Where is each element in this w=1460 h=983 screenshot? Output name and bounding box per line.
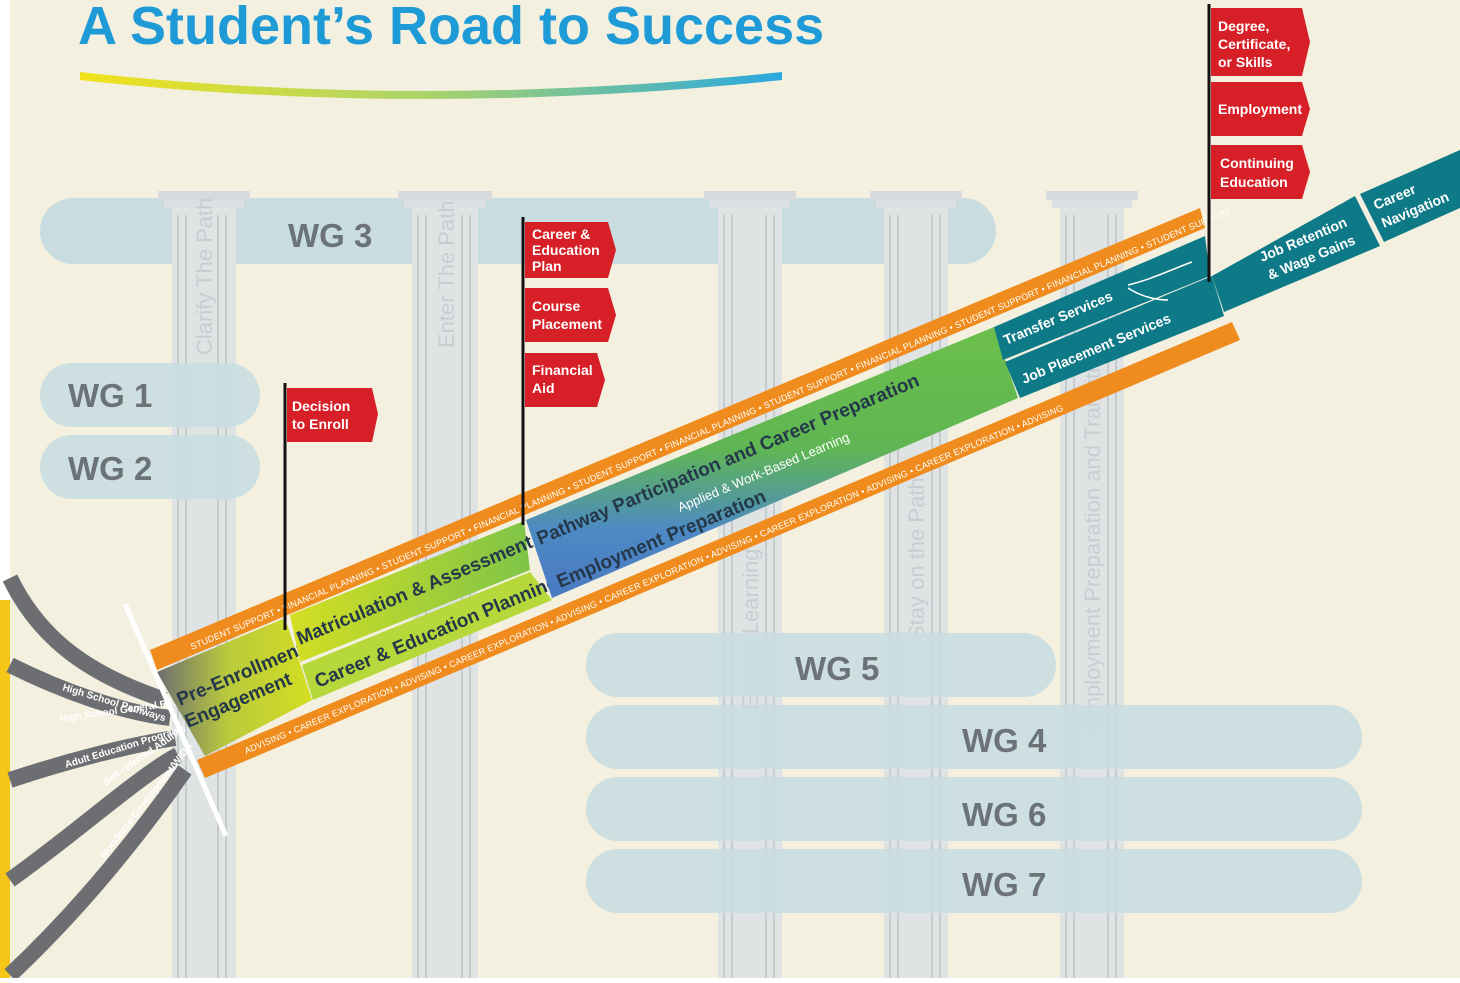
pillar-label-enter: Enter The Path <box>434 200 459 348</box>
strip-top <box>150 208 1205 670</box>
wg2-band <box>40 435 260 499</box>
stage-transfer <box>994 236 1210 360</box>
wg6-label: WG 6 <box>962 796 1046 833</box>
flag-degree <box>1211 8 1310 76</box>
flag-group-completion: Degree, Certificate, or Skills Employmen… <box>1207 4 1310 282</box>
flag-degree-line3: or Skills <box>1218 54 1273 70</box>
wg1-band <box>40 363 260 427</box>
pillar-label-employment-prep: Employment Preparation and Transition <box>1080 344 1105 730</box>
start-line <box>122 603 229 837</box>
flag-decision-line2: to Enroll <box>292 416 349 432</box>
stage-career-navigation <box>1360 150 1460 242</box>
transfer-arrow <box>1127 261 1193 286</box>
wg7-band <box>586 849 1362 913</box>
pillar-label-clarify: Clarify The Path <box>192 198 217 355</box>
flag-decision-line1: Decision <box>292 398 350 414</box>
flag-continuing-line2: Education <box>1220 174 1288 190</box>
wg5-band <box>586 633 1056 697</box>
flag-career-plan <box>525 222 616 278</box>
stage-pathway <box>526 327 1018 598</box>
wg2-label: WG 2 <box>68 450 152 487</box>
wg7-label: WG 7 <box>962 866 1046 903</box>
entry-lanes <box>2 574 192 981</box>
flag-employment <box>1211 82 1310 136</box>
left-edge-stripe <box>0 600 10 978</box>
stage-job-retention <box>1212 196 1380 312</box>
flag-course <box>525 288 616 342</box>
workgroup-bands: WG 3 WG 1 WG 2 WG 5 WG 4 WG 6 WG 7 <box>40 217 1362 913</box>
pillar-clarify: Clarify The Path <box>158 191 250 978</box>
placement-arrow <box>1127 287 1169 301</box>
wg4-band <box>586 705 1362 769</box>
wg5-label: WG 5 <box>795 650 879 687</box>
flag-career-plan-line1: Career & <box>532 226 590 242</box>
title-underline <box>80 72 782 99</box>
flag-aid-line1: Financial <box>532 362 593 378</box>
pillar-label-stay: Stay on the Path <box>904 477 929 640</box>
wg6-band <box>586 777 1362 841</box>
wg4-label: WG 4 <box>962 722 1047 759</box>
flag-degree-line1: Degree, <box>1218 18 1269 34</box>
flag-course-line2: Placement <box>532 316 602 332</box>
flag-group-enter: Career & Education Plan Course Placement… <box>521 217 616 525</box>
flag-degree-line2: Certificate, <box>1218 36 1290 52</box>
flag-decision: Decision to Enroll <box>283 383 378 630</box>
stage-pre-enrollment <box>157 618 312 756</box>
flag-aid-line2: Aid <box>532 380 555 396</box>
flag-continuing <box>1211 145 1310 199</box>
stage-matriculation <box>290 521 530 662</box>
wg1-label: WG 1 <box>68 377 152 414</box>
stage-career-planning <box>302 572 552 700</box>
strip-bottom <box>197 322 1240 778</box>
flag-career-plan-line2: Education <box>532 242 600 258</box>
flag-continuing-line1: Continuing <box>1220 155 1294 171</box>
title: A Student’s Road to Success <box>78 0 824 56</box>
flag-aid <box>525 353 605 407</box>
flag-course-line1: Course <box>532 298 580 314</box>
wg3-label: WG 3 <box>288 217 372 254</box>
stage-job-placement <box>1005 276 1224 398</box>
flag-employment-line1: Employment <box>1218 101 1302 117</box>
flag-career-plan-line3: Plan <box>532 258 562 274</box>
